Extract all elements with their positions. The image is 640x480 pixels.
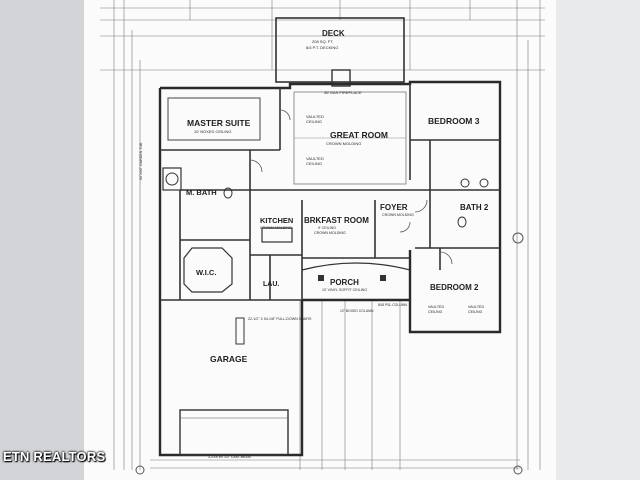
sink-symbol (479, 178, 489, 188)
garage-door (179, 409, 289, 456)
tub-basin (165, 172, 179, 186)
watermark: ETN REALTORS (3, 449, 106, 464)
note-vaulted-1: VAULTED (306, 114, 324, 119)
note-boxed-columns: 12" BOXED COLUMN (340, 309, 374, 313)
note-vaulted-2: CEILING (306, 119, 322, 124)
toilet-symbol (223, 187, 233, 199)
paper-margin (556, 0, 640, 480)
room-label-kitchen: KITCHEN (260, 216, 293, 225)
note-crown: CROWN MOLDING (326, 141, 361, 146)
note-master-ceiling: 10' BOXED CEILING (194, 129, 231, 134)
note-columns: 8X8 PSL COLUMN (378, 303, 407, 307)
porch-column (380, 275, 386, 281)
door-swings (249, 109, 453, 265)
note-brk-ceiling: 9' CEILING (318, 226, 336, 230)
room-label-garage: GARAGE (210, 354, 248, 364)
garden-tub (162, 167, 182, 191)
note-garage-stairs: 22-1/2" X 54-1/8" FULL-DOWN STAIRS (248, 317, 312, 321)
fireplace-symbol (331, 69, 351, 87)
room-label-bedroom-2: BEDROOM 2 (430, 283, 479, 292)
note-crown-1: VAULTED (306, 156, 324, 161)
kitchen-island (261, 227, 293, 243)
toilet-symbol (457, 216, 467, 228)
room-label-m-bath: M. BATH (186, 188, 217, 197)
note-foyer-crown: CROWN MOLDING (382, 213, 414, 217)
room-label-great-room: GREAT ROOM (330, 130, 388, 140)
note-brk-crown: CROWN MOLDING (314, 231, 346, 235)
boxed-ceiling-outline (167, 97, 261, 141)
paper-sheet (84, 0, 556, 480)
porch-column (318, 275, 324, 281)
note-bed2-vaulted-1: VAULTED (428, 305, 444, 309)
room-label-foyer: FOYER (380, 203, 408, 212)
note-porch-ceiling: 10' VINYL SOFFIT CEILING (322, 288, 367, 292)
note-crown-2: CEILING (306, 161, 322, 166)
interior-walls (160, 84, 500, 301)
room-label-bath-2: BATH 2 (460, 203, 489, 212)
room-label-brkfast-room: BRKFAST ROOM (304, 216, 369, 225)
note-garden-tub: 60"X60" GARDEN TUB (139, 142, 143, 180)
sink-symbol (460, 178, 470, 188)
deck-outline (275, 17, 405, 83)
note-fireplace: 36"GAS FIREPLACE (324, 90, 362, 95)
dimension-marks (135, 232, 524, 475)
attic-stairs (235, 317, 245, 345)
note-deck-ceiling: 8/4 P.T. DECKING (306, 45, 338, 50)
note-bed2-vaulted-2: CEILING (428, 310, 443, 314)
note-kitchen-crown: CROWN MOLDING (260, 226, 292, 230)
room-label-porch: PORCH (330, 278, 359, 287)
room-label-lau: LAU. (263, 281, 279, 288)
room-label-deck: DECK (322, 29, 345, 38)
room-label-bedroom-3: BEDROOM 3 (428, 116, 480, 126)
note-bed2-vaulted-3: VAULTED (468, 305, 484, 309)
dimension-lines (100, 0, 545, 470)
room-label-master-suite: MASTER SUITE (187, 118, 251, 128)
note-beam: 3-2X8 W/ 1/2" LAM. BEAM (208, 455, 251, 459)
note-deck-area: 208 SQ. FT. (312, 39, 333, 44)
porch-arc (301, 262, 411, 271)
note-bed2-vaulted-4: CEILING (468, 310, 483, 314)
wic-shelving (183, 247, 233, 293)
room-label-wic: W.I.C. (196, 268, 216, 277)
